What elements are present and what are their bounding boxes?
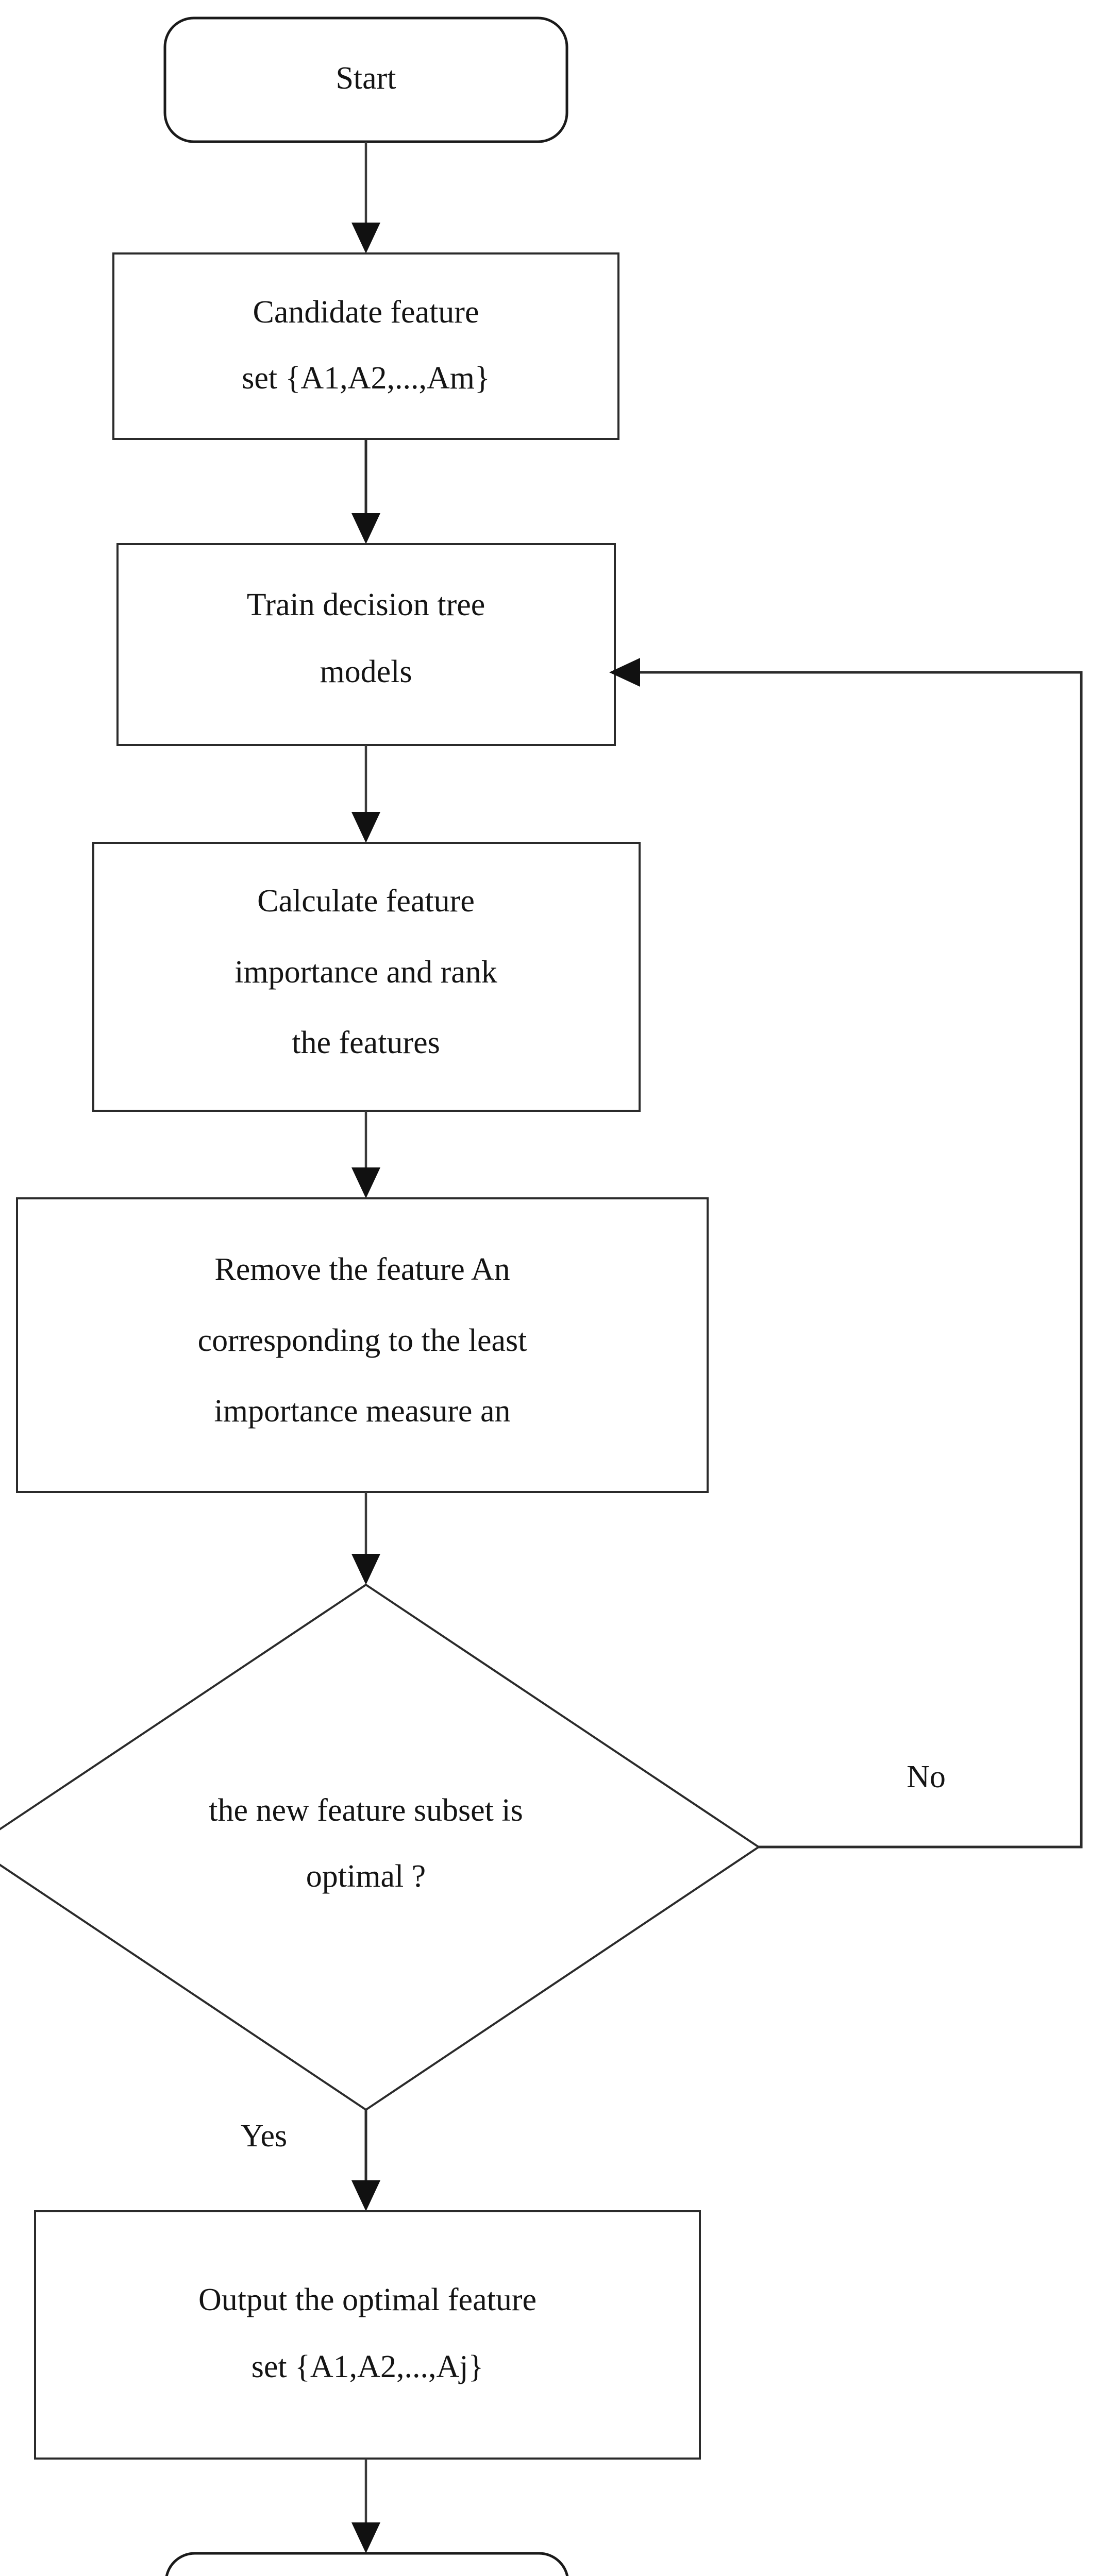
node-output-optimal-set[interactable]: Output the optimal feature set {A1,A2,..…: [34, 2210, 701, 2460]
edge-output-to-end: [351, 2459, 380, 2553]
candidate-feature-set-line1: Candidate feature: [253, 295, 479, 330]
remove-feature-line2: corresponding to the least: [198, 1323, 527, 1358]
train-decision-tree-line2: models: [320, 654, 412, 689]
node-end[interactable]: End: [165, 2552, 569, 2576]
node-start[interactable]: Start: [163, 16, 568, 143]
candidate-feature-set-line2: set {A1,A2,...,Am}: [242, 361, 490, 396]
no-loop-path: [628, 671, 1083, 1849]
edge-candidate-to-train: [351, 439, 380, 544]
edge-label-yes: Yes: [241, 2119, 287, 2154]
calculate-importance-line2: importance and rank: [234, 955, 497, 990]
end-shape: [165, 2552, 569, 2576]
train-decision-tree-line1: Train decision tree: [247, 587, 485, 622]
arrow-down-icon: [351, 1554, 380, 1585]
edge-train-to-calculate: [351, 745, 380, 843]
decision-optimal-line1: the new feature subset is: [209, 1793, 523, 1828]
node-candidate-feature-set[interactable]: Candidate feature set {A1,A2,...,Am}: [112, 252, 619, 440]
arrow-left-icon: [609, 658, 640, 687]
output-optimal-set-shape: [34, 2210, 701, 2460]
output-optimal-set-line1: Output the optimal feature: [198, 2282, 537, 2317]
calculate-importance-line1: Calculate feature: [257, 884, 475, 919]
node-decision-optimal[interactable]: the new feature subset is optimal ?: [0, 1583, 761, 2111]
edge-label-no: No: [907, 1759, 946, 1794]
edge-start-to-candidate: [351, 142, 380, 253]
remove-feature-shape: [16, 1197, 709, 1493]
edge-decision-no-loop: No: [609, 658, 1083, 1849]
arrow-down-icon: [351, 2522, 380, 2553]
node-train-decision-tree[interactable]: Train decision tree models: [116, 543, 616, 746]
decision-optimal-shape: [0, 1583, 761, 2111]
edge-decision-yes: Yes: [241, 2110, 380, 2211]
output-optimal-set-line2: set {A1,A2,...,Aj}: [252, 2349, 483, 2384]
candidate-feature-set-shape: [112, 252, 619, 440]
remove-feature-line1: Remove the feature An: [214, 1252, 510, 1287]
arrow-down-icon: [351, 513, 380, 544]
start-label: Start: [336, 61, 396, 96]
decision-optimal-line2: optimal ?: [306, 1859, 426, 1894]
calculate-importance-shape: [92, 842, 641, 1112]
arrow-down-icon: [351, 1167, 380, 1198]
arrow-down-icon: [351, 812, 380, 843]
train-decision-tree-shape: [116, 543, 616, 746]
calculate-importance-line3: the features: [292, 1025, 440, 1060]
remove-feature-line3: importance measure an: [214, 1394, 511, 1429]
edge-remove-to-decision: [351, 1492, 380, 1585]
node-remove-feature[interactable]: Remove the feature An corresponding to t…: [16, 1197, 709, 1493]
arrow-down-icon: [351, 2180, 380, 2211]
arrow-down-icon: [351, 223, 380, 253]
edge-calculate-to-remove: [351, 1111, 380, 1198]
node-calculate-importance[interactable]: Calculate feature importance and rank th…: [92, 842, 641, 1112]
